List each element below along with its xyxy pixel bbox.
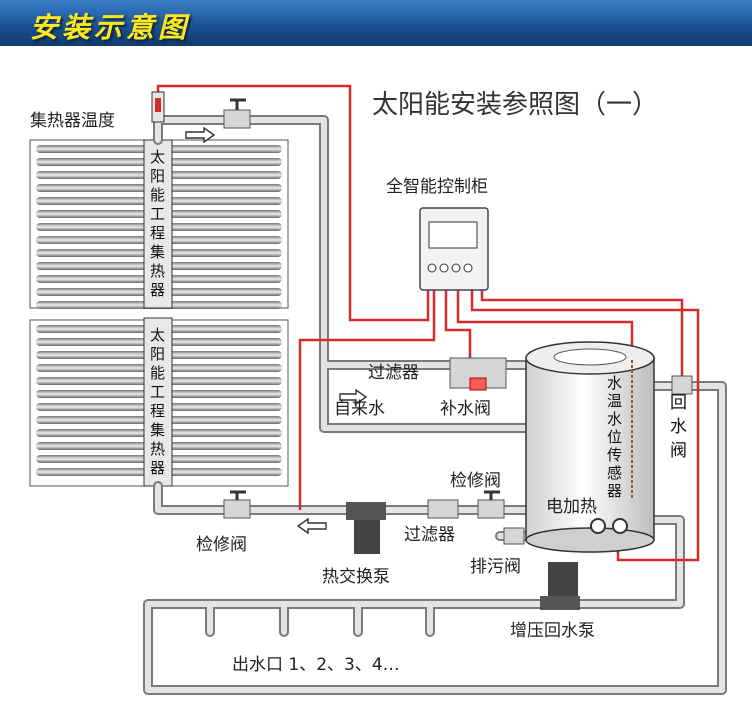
vertical-label-char: 水 [607, 410, 622, 428]
tap-water-label: 自来水 [334, 399, 385, 419]
sensor-icon [151, 91, 165, 123]
drain-valve-label: 排污阀 [470, 557, 521, 577]
vertical-label-char: 器 [150, 281, 165, 299]
vertical-label-char: 热 [150, 262, 165, 280]
booster-pump [540, 562, 580, 610]
flow-arrows [185, 126, 368, 535]
vertical-label-char: 水 [607, 374, 622, 392]
vertical-label-char: 能 [150, 364, 165, 382]
vertical-label-char: 水 [670, 417, 687, 437]
vertical-label-char: 感 [607, 464, 622, 482]
drain-valve-icon [503, 527, 525, 545]
service-valve-right-icon [477, 490, 505, 519]
electric-heat-label: 电加热 [546, 497, 597, 517]
outlets-label: 出水口 1、2、3、4… [232, 655, 400, 675]
solar-collector-lower [29, 317, 289, 487]
booster-pump-label: 增压回水泵 [510, 621, 595, 641]
vertical-label-char: 太 [150, 326, 165, 344]
vertical-label-char: 回 [670, 393, 687, 413]
vertical-label-char: 位 [607, 428, 622, 446]
valve-top-icon [223, 98, 251, 129]
vertical-label-char: 能 [150, 186, 165, 204]
water-tank [525, 341, 655, 553]
vertical-label-char: 阳 [150, 167, 165, 185]
service-valve-left-label: 检修阀 [196, 535, 247, 555]
makeup-valve-icon [449, 357, 507, 391]
vertical-label-char: 工 [150, 383, 165, 401]
banner-title: 安装示意图 [30, 11, 191, 44]
vertical-label-char: 器 [150, 459, 165, 477]
vertical-label-char: 阀 [670, 441, 687, 461]
vertical-label-char: 集 [150, 243, 165, 261]
vertical-label-char: 温 [607, 392, 622, 410]
vertical-label-char: 太 [150, 148, 165, 166]
control-wiring [156, 84, 700, 562]
vertical-label-char: 集 [150, 421, 165, 439]
filter-bottom-icon [427, 499, 459, 519]
heat-exchange-pump-label: 热交换泵 [322, 567, 390, 587]
vertical-label-char: 程 [150, 402, 165, 420]
makeup-valve-label: 补水阀 [440, 399, 491, 419]
heat-exchange-pump [346, 502, 386, 554]
vertical-label-char: 阳 [150, 345, 165, 363]
solar-collector-upper [29, 139, 289, 309]
header-banner: 安装示意图 [0, 0, 752, 46]
service-valve-left-icon [223, 490, 251, 519]
filter-top-label: 过滤器 [368, 363, 419, 383]
controller-cabinet [419, 207, 489, 291]
vertical-label-char: 程 [150, 224, 165, 242]
vertical-label-char: 热 [150, 440, 165, 458]
arrow-left-icon [296, 517, 327, 535]
vertical-label-char: 传 [607, 446, 622, 464]
controller-label: 全智能控制柜 [386, 177, 488, 197]
arrow-right-icon [185, 126, 216, 144]
filter-bottom-label: 过滤器 [404, 525, 455, 545]
service-valve-right-label: 检修阀 [450, 471, 501, 491]
vertical-label-char: 器 [607, 482, 622, 500]
diagram-title: 太阳能安装参照图（一） [372, 90, 658, 120]
tap-arrow-icon [339, 388, 368, 406]
return-valve-label: 回水阀 [670, 393, 687, 461]
vertical-label-char: 工 [150, 205, 165, 223]
return-valve-icon [671, 375, 693, 395]
collector-temp-label: 集热器温度 [30, 111, 115, 131]
